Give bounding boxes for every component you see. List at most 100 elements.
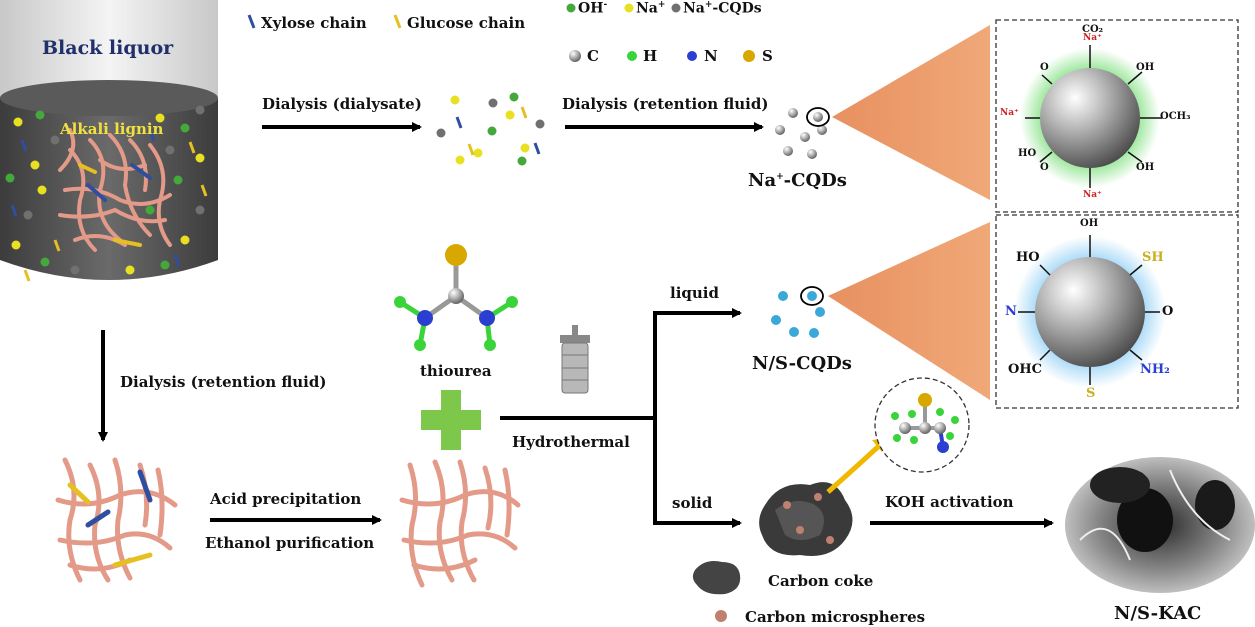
dialysate-chain-fragment (533, 142, 541, 155)
beaker-chain-fragment (200, 184, 208, 197)
ns-cqds-label: N/S-CQDs (752, 353, 852, 374)
s-atom-icon (743, 50, 755, 62)
xylose-chain-icon (247, 14, 256, 29)
beaker-chain-fragment (148, 129, 156, 142)
beaker-chain-fragment (53, 239, 61, 252)
step-solid-label: solid (672, 494, 713, 512)
ns-cqds-cluster (771, 286, 825, 338)
ns-cqd-structure (995, 214, 1239, 409)
fragment-arrow (826, 443, 882, 494)
cqd-top-group-o-bottom: O (1040, 162, 1049, 173)
fragment-molecule (874, 377, 970, 473)
cqd-top-group-ho: HO (1018, 148, 1037, 159)
beaker-particle (50, 135, 60, 145)
dialysate-chain-fragment (520, 106, 528, 119)
beaker-particle (5, 173, 15, 183)
beaker-particle (30, 160, 40, 170)
dialysate-particle (505, 110, 515, 120)
cqd-top-group-oh-top: OH (1136, 62, 1155, 73)
thiourea-molecule (394, 244, 518, 351)
arrows (98, 122, 1054, 528)
ns-kac-label: N/S-KAC (1114, 603, 1202, 624)
c-atom-icon (569, 50, 581, 62)
step-retention-left-label: Dialysis (retention fluid) (120, 373, 327, 391)
beaker-particle (180, 123, 190, 133)
cqd-bottom-group-sh: SH (1142, 250, 1164, 265)
cqd-top-group-na-bottom: Na⁺ (1083, 190, 1102, 200)
beaker-particle (195, 105, 205, 115)
legend-h-label: H (643, 47, 658, 65)
step-acid-label: Acid precipitation (210, 490, 362, 508)
dialysate-particle (487, 126, 497, 136)
cqd-bottom-group-o: O (1162, 304, 1174, 319)
dialysate-chain-fragment (455, 116, 463, 129)
legend (247, 3, 755, 62)
dialysate-particle (436, 128, 446, 138)
beaker-chain-fragment (10, 204, 18, 217)
zoom-cone-bottom (828, 222, 990, 400)
dialysate-particle (535, 119, 545, 129)
beaker-particle (35, 110, 45, 120)
na-cqd-structure (995, 19, 1239, 213)
thiourea-label: thiourea (420, 362, 492, 380)
dialysate-particle (488, 98, 498, 108)
cqd-bottom-group-nh2: NH₂ (1140, 362, 1170, 377)
beaker-particle (11, 240, 21, 250)
beaker-content-label: Alkali lignin (60, 120, 164, 138)
beaker-chain-fragment (23, 269, 31, 282)
arrow-liquid (653, 308, 742, 418)
plus-icon (421, 390, 481, 450)
legend-na-cqds-label: Na+-CQDs (683, 0, 762, 17)
beaker-chain-fragment (173, 254, 181, 267)
cqd-bottom-group-oh: OH (1080, 218, 1099, 229)
cqd-top-group-na-left: Na⁺ (1000, 108, 1019, 118)
step-ethanol-label: Ethanol purification (205, 534, 375, 552)
step-liquid-label: liquid (670, 284, 719, 302)
legend-oh-label: OH- (578, 0, 608, 17)
lignin-network-middle (399, 459, 521, 588)
beaker-title: Black liquor (42, 37, 174, 59)
cqd-bottom-group-n: N (1005, 304, 1017, 319)
beaker-chain-fragment (20, 139, 28, 152)
cqd-top-group-och3: OCH₃ (1160, 111, 1191, 122)
autoclave-icon (560, 325, 590, 394)
dialysate-particle (455, 155, 465, 165)
cqd-sphere-bottom (1035, 257, 1145, 367)
cqd-top-group-oh-bottom: OH (1136, 162, 1155, 173)
beaker-particle (37, 185, 47, 195)
beaker-particle (160, 260, 170, 270)
dialysate-particles (436, 92, 545, 166)
arrow-solid (653, 418, 742, 528)
oh-dot-icon (566, 3, 576, 13)
selected-na-cqd-ring (806, 107, 830, 127)
lignin-chains-left (67, 469, 153, 568)
na-dot-icon (624, 3, 634, 13)
beaker-particle (195, 205, 205, 215)
step-retention-top-label: Dialysis (retention fluid) (562, 95, 769, 113)
carbon-coke-label: Carbon coke (768, 572, 874, 590)
cqd-top-group-co2: CO₂ (1082, 24, 1104, 35)
beaker-particles (5, 105, 208, 282)
beaker-particle (13, 117, 23, 127)
beaker-chains (78, 163, 152, 247)
beaker-particle (40, 257, 50, 267)
zoom-cone-top (832, 25, 990, 200)
step-dialysate-label: Dialysis (dialysate) (262, 95, 422, 113)
cqd-top-group-na-top: Na⁺ (1083, 33, 1102, 43)
n-atom-icon (687, 51, 697, 61)
cqd-top-group-o-left: O (1040, 62, 1049, 73)
beaker-chain-fragment (188, 141, 196, 154)
h-atom-icon (627, 51, 637, 61)
legend-n-label: N (704, 47, 718, 65)
step-koh-label: KOH activation (885, 493, 1014, 511)
beaker-particle (155, 113, 165, 123)
glucose-chain-icon (393, 14, 402, 29)
legend-c-label: C (587, 47, 599, 65)
beaker-particle (195, 153, 205, 163)
ns-kac-sem-image (1065, 457, 1255, 593)
dialysate-particle (520, 143, 530, 153)
dialysate-particle (517, 156, 527, 166)
legend-na-label: Na+ (636, 0, 666, 17)
dialysate-particle (450, 95, 460, 105)
